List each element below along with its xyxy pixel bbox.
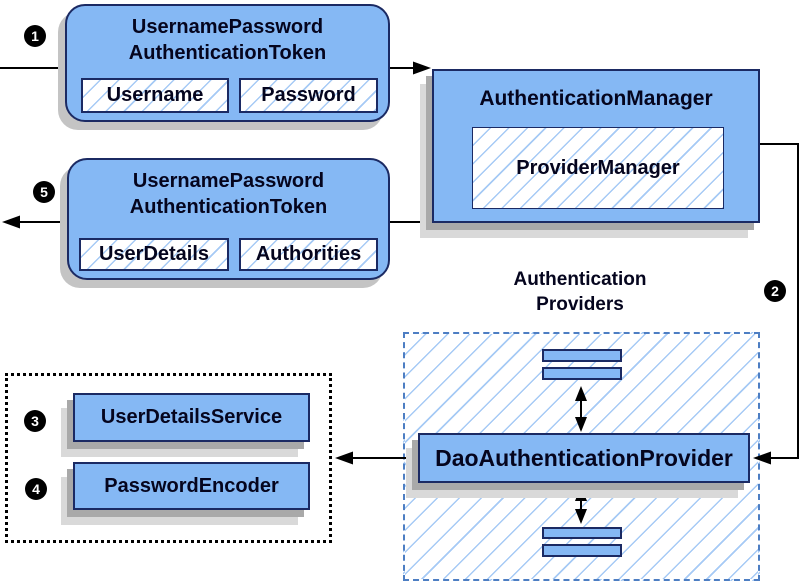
- step-4-badge: 4: [25, 478, 47, 500]
- step-5-badge: 5: [33, 181, 55, 203]
- request-token-title: UsernamePassword AuthenticationToken: [67, 14, 388, 66]
- response-token-node: UsernamePassword AuthenticationToken Use…: [67, 158, 390, 280]
- provider-placeholder-bar-top-1: [542, 349, 622, 362]
- userdetails-field: UserDetails: [79, 238, 229, 271]
- request-token-title-line2: AuthenticationToken: [128, 42, 327, 64]
- user-details-service-node: UserDetailsService: [73, 393, 310, 442]
- providers-label-line2: Providers: [536, 294, 624, 315]
- step-1-badge: 1: [24, 25, 46, 47]
- username-field: Username: [81, 78, 229, 113]
- provider-to-services-arrow: [335, 451, 418, 465]
- provider-placeholder-bar-top-2: [542, 367, 622, 380]
- authentication-manager-node: AuthenticationManager ProviderManager: [432, 69, 760, 223]
- provider-manager-node: ProviderManager: [472, 127, 724, 209]
- manager-to-provider-arrow: [753, 143, 799, 465]
- authentication-manager-title: AuthenticationManager: [479, 87, 713, 110]
- dao-authentication-provider-node: DaoAuthenticationProvider: [418, 433, 750, 483]
- response-token-title-line2: AuthenticationToken: [129, 196, 328, 218]
- response-token-title: UsernamePassword AuthenticationToken: [69, 168, 388, 220]
- password-field: Password: [239, 78, 378, 113]
- providers-label-line1: Authentication: [513, 269, 647, 290]
- request-token-title-line1: UsernamePassword: [131, 16, 324, 38]
- lower-bidirectional-arrow: [575, 486, 587, 524]
- password-encoder-node: PasswordEncoder: [73, 462, 310, 510]
- response-token-title-line1: UsernamePassword: [132, 170, 325, 192]
- provider-placeholder-bar-bottom-2: [542, 544, 622, 557]
- step-3-badge: 3: [24, 410, 46, 432]
- upper-bidirectional-arrow: [575, 386, 587, 432]
- authentication-providers-label: Authentication Providers: [430, 267, 730, 317]
- provider-placeholder-bar-bottom-1: [542, 527, 622, 539]
- step-2-badge: 2: [764, 280, 786, 302]
- request-token-node: UsernamePassword AuthenticationToken Use…: [65, 4, 390, 122]
- authorities-field: Authorities: [239, 238, 378, 271]
